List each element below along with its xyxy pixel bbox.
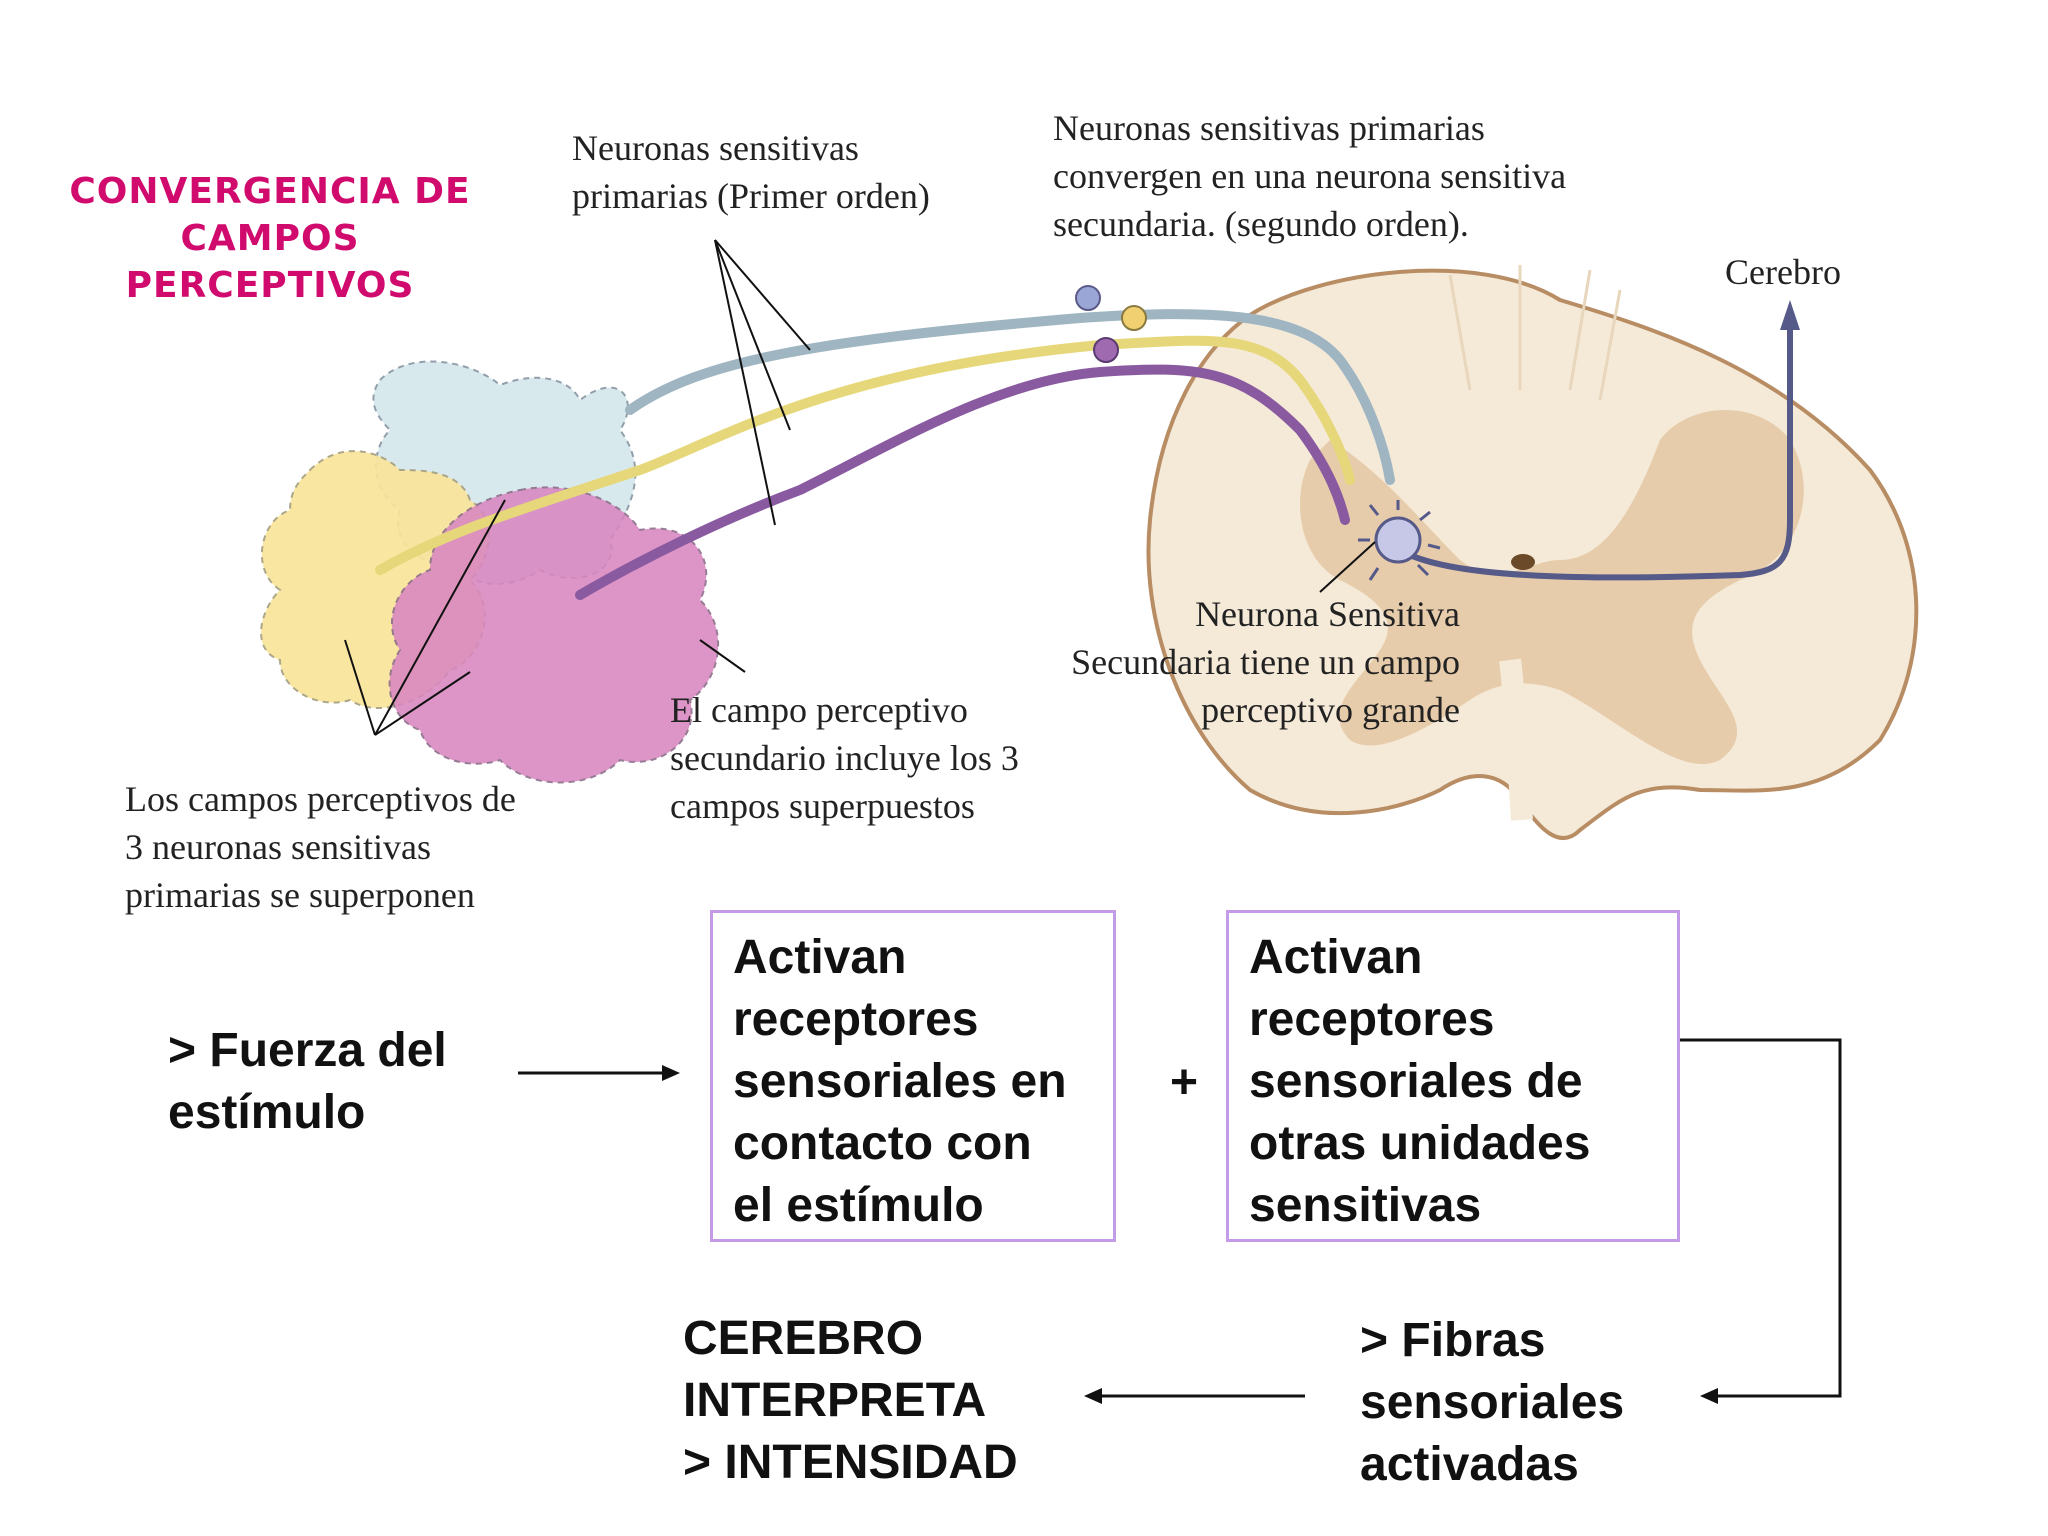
label-line: Neurona Sensitiva bbox=[1195, 594, 1460, 634]
flow-fibers-activated: > Fibras sensoriales activadas bbox=[1360, 1310, 1624, 1496]
cerebro-arrowhead bbox=[1780, 300, 1800, 330]
title-line: PERCEPTIVOS bbox=[125, 265, 415, 306]
plus-sign: + bbox=[1170, 1056, 1199, 1109]
diagram-title: CONVERGENCIA DE CAMPOS PERCEPTIVOS bbox=[40, 168, 500, 309]
spinal-cord bbox=[1146, 265, 1919, 841]
flow-box-contact-receptors: Activan receptores sensoriales en contac… bbox=[710, 910, 1116, 1242]
label-line: campos superpuestos bbox=[670, 786, 975, 826]
flow-line: > INTENSIDAD bbox=[683, 1436, 1018, 1489]
flow-line: sensoriales en bbox=[733, 1055, 1067, 1108]
central-canal bbox=[1511, 554, 1535, 570]
label-primary-neurons: Neuronas sensitivas primarias (Primer or… bbox=[572, 124, 930, 220]
flow-line: Activan bbox=[1249, 931, 1423, 984]
box-text: Activan receptores sensoriales en contac… bbox=[713, 913, 1113, 1237]
title-line: CAMPOS bbox=[180, 218, 360, 259]
flow-line: activadas bbox=[1360, 1438, 1579, 1491]
flow-connectors bbox=[518, 1038, 1842, 1404]
label-overlap: Los campos perceptivos de 3 neuronas sen… bbox=[125, 775, 516, 919]
label-secondary-field: El campo perceptivo secundario incluye l… bbox=[670, 686, 1019, 830]
label-line: Secundaria tiene un campo bbox=[1071, 642, 1460, 682]
flow-line: Activan bbox=[733, 931, 907, 984]
ventral-fissure bbox=[1499, 658, 1533, 821]
flow-line: el estímulo bbox=[733, 1179, 984, 1232]
flow-line: sensoriales bbox=[1360, 1376, 1625, 1429]
label-line: primarias (Primer orden) bbox=[572, 176, 930, 216]
label-convergence: Neuronas sensitivas primarias convergen … bbox=[1053, 104, 1566, 248]
flow-box-other-receptors: Activan receptores sensoriales de otras … bbox=[1226, 910, 1680, 1242]
label-line: primarias se superponen bbox=[125, 875, 475, 915]
flow-line: estímulo bbox=[168, 1086, 366, 1139]
neuron-purple-axon bbox=[575, 364, 1350, 600]
label-line: Neuronas sensitivas bbox=[572, 128, 859, 168]
neuron-yellow-axon bbox=[375, 335, 1355, 575]
flow-stimulus: > Fuerza del estímulo bbox=[168, 1020, 447, 1144]
label-line: Los campos perceptivos de bbox=[125, 779, 516, 819]
flow-line: INTERPRETA bbox=[683, 1374, 987, 1427]
flow-line: sensitivas bbox=[1249, 1179, 1482, 1232]
label-line: El campo perceptivo bbox=[670, 690, 968, 730]
flow-line: contacto con bbox=[733, 1117, 1032, 1170]
box-text: Activan receptores sensoriales de otras … bbox=[1229, 913, 1677, 1237]
receptive-fields bbox=[260, 360, 720, 784]
connector-box2-to-fibers bbox=[1680, 1038, 1842, 1398]
label-cerebro: Cerebro bbox=[1725, 252, 1841, 292]
flow-line: > Fibras bbox=[1360, 1314, 1546, 1367]
dorsal-lines bbox=[1448, 265, 1622, 401]
label-line: Neuronas sensitivas primarias bbox=[1053, 108, 1485, 148]
title-line: CONVERGENCIA DE bbox=[69, 171, 471, 212]
flow-line: receptores bbox=[1249, 993, 1495, 1046]
purple-cell-body bbox=[1093, 337, 1119, 363]
flow-line: > Fuerza del bbox=[168, 1024, 447, 1077]
connector-box2-to-fibers-head bbox=[1700, 1388, 1718, 1404]
flow-line: otras unidades bbox=[1249, 1117, 1591, 1170]
secondary-axon bbox=[1397, 317, 1793, 581]
yellow-cell-body bbox=[1121, 305, 1147, 331]
flow-line: receptores bbox=[733, 993, 979, 1046]
primary-neurons bbox=[375, 300, 1800, 600]
label-line: convergen en una neurona sensitiva bbox=[1053, 156, 1567, 196]
flow-line: sensoriales de bbox=[1249, 1055, 1583, 1108]
arrow-stimulus-to-box-head bbox=[662, 1065, 680, 1081]
flow-brain-interprets: CEREBRO INTERPRETA > INTENSIDAD bbox=[683, 1308, 1018, 1494]
spinal-cord-gray-matter bbox=[1300, 410, 1804, 764]
cell-bodies bbox=[1075, 285, 1441, 581]
secondary-neuron-icon bbox=[1358, 500, 1441, 581]
arrow-fibers-to-brain-head bbox=[1084, 1388, 1102, 1404]
label-line: secundario incluye los 3 bbox=[670, 738, 1019, 778]
blue-cell-body bbox=[1075, 285, 1101, 311]
flow-line: CEREBRO bbox=[683, 1312, 924, 1365]
neuron-blue-axon bbox=[625, 309, 1395, 485]
label-line: perceptivo grande bbox=[1201, 690, 1460, 730]
pointer-lines bbox=[344, 239, 1376, 736]
label-line: 3 neuronas sensitivas bbox=[125, 827, 431, 867]
label-secondary-neuron: Neurona Sensitiva Secundaria tiene un ca… bbox=[1000, 590, 1460, 734]
label-line: secundaria. (segundo orden). bbox=[1053, 204, 1469, 244]
